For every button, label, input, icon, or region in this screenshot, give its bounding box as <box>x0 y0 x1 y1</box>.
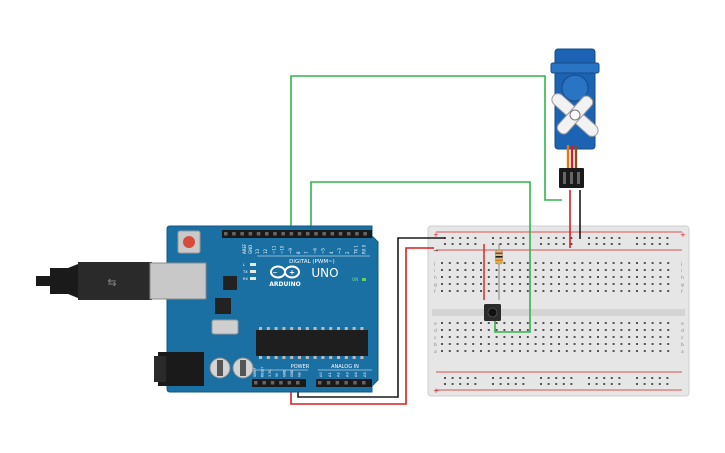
row-letter: f <box>681 289 683 295</box>
arduino-logo: − + <box>270 265 300 279</box>
servo-motor[interactable] <box>538 48 612 188</box>
digital-label: DIGITAL (PWM~) <box>289 259 335 265</box>
row-letter: h <box>434 275 437 281</box>
analog-pin-label: A1 <box>328 372 332 377</box>
row-letter: d <box>434 328 437 334</box>
center-groove <box>432 309 685 316</box>
power-header <box>252 379 306 387</box>
gnd-label: GND <box>248 245 253 254</box>
row-letter: i <box>681 268 682 274</box>
status-led <box>250 277 256 280</box>
digital-pin-label: RX 0 <box>362 244 367 254</box>
resistor[interactable] <box>495 244 503 300</box>
digital-pin-label: TX 1 <box>353 245 358 255</box>
uno-label: UNO <box>311 266 338 280</box>
power-pin-label: 5V <box>275 372 279 377</box>
rail-plus-label-right: + <box>680 231 686 239</box>
servo-signal-wire[interactable] <box>290 75 562 236</box>
status-led-label: TX <box>242 270 248 274</box>
push-button[interactable] <box>484 304 501 321</box>
row-letter: g <box>434 283 437 288</box>
row-letter: j <box>680 261 682 267</box>
digital-pin-label: ~6 <box>312 248 317 254</box>
analog-pin-label: A0 <box>319 372 323 377</box>
digital-pin-label: 2 <box>345 251 350 254</box>
digital-pin-label: ~3 <box>337 248 342 254</box>
power-label: POWER <box>291 364 310 370</box>
svg-text:−: − <box>272 270 277 277</box>
analog-pin-label: A2 <box>337 372 341 377</box>
digital-pin-label: ~5 <box>321 248 326 254</box>
row-letter: f <box>434 289 436 295</box>
row-letter: b <box>434 342 437 348</box>
status-led-label: L <box>243 263 245 267</box>
digital-pin-label: 7 <box>304 251 309 254</box>
row-letter: g <box>681 283 684 288</box>
analog-pin-label: A3 <box>345 372 349 377</box>
svg-text:+: + <box>289 269 295 277</box>
row-letter: e <box>681 322 684 327</box>
digital-pin-label: 12 <box>263 248 268 254</box>
row-letter: e <box>434 322 437 327</box>
usb-jack <box>149 262 207 300</box>
power-pin-label: Vin <box>297 372 301 377</box>
power-pin-label: 3.3V <box>268 369 272 377</box>
status-led <box>250 270 256 273</box>
power-pin-label: RESET <box>260 367 264 377</box>
power-5v-wire[interactable] <box>290 247 434 405</box>
atmega-chip <box>256 330 368 356</box>
button-cap[interactable] <box>487 307 498 318</box>
row-letter: h <box>681 275 684 281</box>
rail-minus-label: − <box>433 247 439 255</box>
digital-pin-label: ~10 <box>280 245 285 254</box>
row-letter: a <box>434 350 437 355</box>
reset-button[interactable] <box>183 236 195 248</box>
digital-header <box>222 230 372 238</box>
rail-plus-label: + <box>433 231 439 239</box>
analog-pin-labels: A0 A1 A2 A3 A4 A5 <box>319 372 367 377</box>
analog-pin-label: A4 <box>354 372 358 377</box>
row-letter: a <box>681 350 684 355</box>
row-letter: b <box>681 342 684 348</box>
crystal <box>211 319 239 335</box>
status-leds: L TX RX <box>242 263 256 281</box>
digital-pin-label: ~9 <box>288 248 293 254</box>
power-pin-label: GND <box>290 369 294 377</box>
digital-pin-label: ~11 <box>271 245 276 254</box>
mcu-pins <box>259 327 364 359</box>
button-signal-wire[interactable] <box>310 181 531 333</box>
rail-plus-label-bottom: + <box>433 387 439 395</box>
breadboard-holes <box>441 237 670 385</box>
power-pin-label: GND <box>283 369 287 377</box>
digital-pin-label: 13 <box>255 248 260 254</box>
aref-label: AREF <box>242 243 247 254</box>
row-letter: c <box>681 336 684 341</box>
power-pin-label: IOREF <box>253 367 257 377</box>
status-led <box>250 263 256 266</box>
usb-icon: ⇆ <box>107 276 116 289</box>
digital-pin-label: 8 <box>296 251 301 254</box>
row-letter: c <box>434 336 437 341</box>
analog-pin-label: A5 <box>363 372 367 377</box>
analog-header <box>316 379 372 387</box>
on-label: ON <box>352 277 358 282</box>
arduino-logo-text: ARDUINO <box>269 281 300 288</box>
row-letter: j <box>433 261 435 267</box>
on-led <box>362 278 366 281</box>
digital-pin-label: 4 <box>329 251 334 254</box>
row-letter: i <box>434 268 435 274</box>
status-led-label: RX <box>243 277 248 281</box>
small-chip <box>215 298 231 314</box>
analog-label: ANALOG IN <box>331 364 359 370</box>
row-letter: d <box>681 328 684 334</box>
